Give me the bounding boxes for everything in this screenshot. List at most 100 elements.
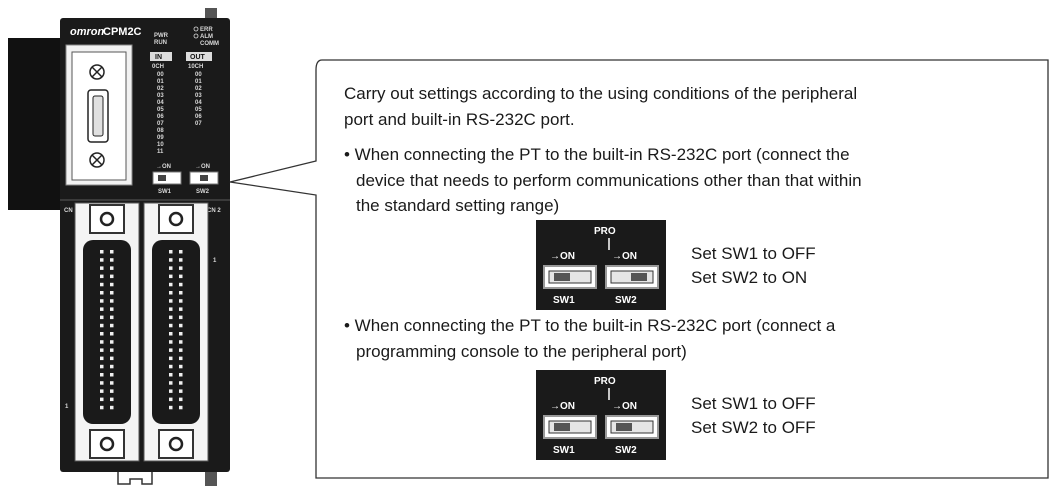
case2-dip-switch: PRO →ON →ON SW1 SW2 [536,370,666,460]
svg-text:SW2: SW2 [615,295,637,306]
indicator-comm-label: COMM [200,41,219,47]
connector-pin [169,405,173,410]
connector-pin [179,373,183,377]
connector-pin [100,348,104,352]
connector-pin [110,356,114,361]
connector-pin [169,381,173,385]
svg-text:→ON: →ON [550,251,575,262]
terminal-number: 05 [157,107,164,113]
out-label: OUT [190,54,206,61]
connector-pin [100,291,104,295]
svg-text:SW1: SW1 [553,445,575,456]
connector-pin [179,332,183,336]
svg-text:PRO: PRO [594,226,616,237]
connector-pin [179,323,183,328]
connector-pin [110,282,114,287]
terminal-number: 02 [157,86,164,92]
connector-pin [110,405,114,410]
connector-pin [110,307,114,311]
cn1-label: CN 1 [64,208,78,214]
connector-pin [100,274,104,279]
connector-pin [100,299,104,303]
connector-pin [100,405,104,410]
connector-pin [110,397,114,402]
terminal-number: 07 [157,121,164,127]
connector-pin [100,397,104,402]
screw-bottom [89,152,105,168]
connector-cn1 [74,202,140,462]
connector-pin [179,258,183,262]
connector-pin [169,307,173,311]
connector-pin [100,307,104,311]
terminal-number: 04 [157,100,164,106]
svg-text:→ON: →ON [612,401,637,412]
connector-pin [100,315,104,320]
connector-pin [100,373,104,377]
connector-pin [100,282,104,287]
connector-pin [100,389,104,393]
bottom-bracket [205,472,217,486]
indicator-run-label: RUN [154,40,167,46]
indicator-err: ERR [193,26,213,33]
connector-pin [100,381,104,385]
svg-text:ALM: ALM [200,34,213,40]
device-sw1-on-label: →ON [156,164,171,170]
connector-pin [179,348,183,352]
terminal-number: 10 [157,142,164,148]
svg-text:ERR: ERR [200,27,213,33]
connector-pin [110,299,114,303]
terminal-number: 09 [157,135,164,141]
terminal-number: 02 [195,86,202,92]
connector-pin [179,315,183,320]
terminal-number: 08 [157,128,164,134]
connector-pin [100,258,104,262]
connector-pin [100,332,104,336]
connector-pin [169,258,173,262]
connector-pin [100,323,104,328]
model-label: CPM2C [103,26,142,38]
connector-pin [110,340,114,344]
connector-pin [169,315,173,320]
svg-text:SW1: SW1 [553,295,575,306]
case1-dip-switch: PRO →ON →ON SW1 SW2 [536,220,666,310]
connector-pin [179,282,183,287]
out-label-box [186,52,212,61]
connector-pin [110,323,114,328]
connector-pin [179,274,183,279]
connector-pin [179,340,183,344]
svg-text:SW2: SW2 [615,445,637,456]
connector-pin [110,291,114,295]
cn2-label: CN 2 [207,208,221,214]
in-label-box [150,52,172,61]
device-sw2-on-label: →ON [195,164,210,170]
connector-pin [100,356,104,361]
screw-top [89,64,105,80]
connector-pin [169,266,173,270]
in-channel-label: 0CH [152,64,164,70]
terminal-number: 00 [157,72,164,78]
connector-pin [169,332,173,336]
connector-pin [169,389,173,393]
connector-pin [100,250,104,254]
connector-pin [169,282,173,287]
connector-pin [110,389,114,393]
device-sw1-label: SW1 [158,189,172,195]
case1-setting-1: Set SW1 to OFF [691,244,816,263]
terminal-number: 06 [195,114,202,120]
svg-text:→ON: →ON [550,401,575,412]
connector-pin [169,373,173,377]
connector-pin [110,364,114,369]
connector-pin [110,274,114,279]
connector-pin [179,299,183,303]
connector-pin [110,250,114,254]
connector-pin [169,356,173,361]
connector-pin [110,258,114,262]
connector-pin [110,332,114,336]
case2-line-1: • When connecting the PT to the built-in… [344,316,836,335]
case2-line-2: programming console to the peripheral po… [356,342,687,361]
cn2-pin1-label: 1 [213,258,217,264]
connector-pin [179,291,183,295]
connector-pin [179,250,183,254]
connector-pin [179,397,183,402]
